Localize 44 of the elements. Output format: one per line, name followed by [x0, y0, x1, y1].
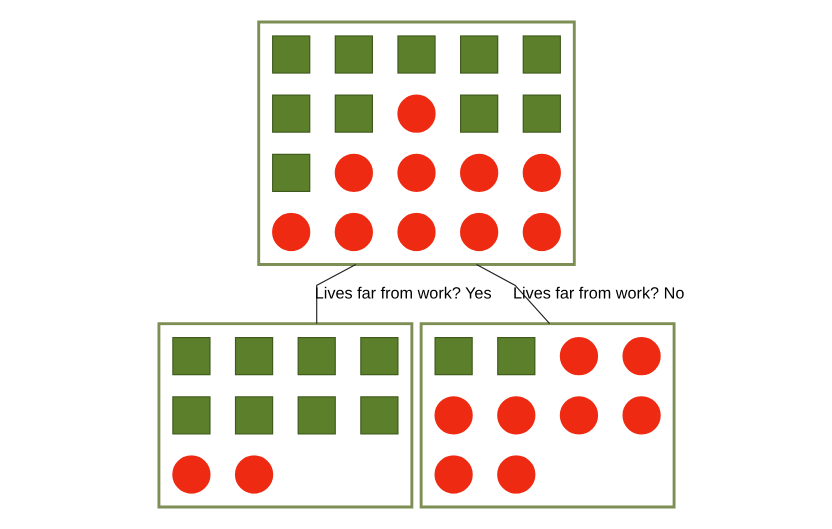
node-circle — [434, 455, 472, 494]
node-box — [360, 337, 398, 376]
node-box — [172, 396, 210, 434]
node-circle — [272, 212, 310, 252]
node-box — [234, 396, 273, 434]
cluster — [419, 322, 676, 508]
node-circle — [522, 212, 560, 252]
node-box — [522, 35, 560, 74]
node-box — [334, 94, 372, 133]
cluster — [156, 322, 413, 508]
node-circle — [334, 212, 372, 252]
node-circle — [559, 337, 598, 376]
node-box — [522, 94, 560, 133]
node-circle — [496, 396, 535, 434]
node-circle — [434, 396, 472, 434]
node-box — [297, 396, 336, 434]
node-circle — [496, 455, 535, 494]
connector — [476, 264, 550, 324]
node-box — [434, 337, 472, 376]
node-box — [172, 337, 210, 376]
node-box — [396, 35, 436, 74]
node-circle — [172, 455, 210, 494]
node-circle — [460, 212, 498, 252]
node-box — [272, 35, 310, 74]
node-box — [460, 94, 498, 133]
node-circle — [559, 396, 598, 434]
node-circle — [396, 154, 436, 192]
node-circle — [396, 94, 436, 133]
node-circle — [334, 154, 372, 192]
node-box — [297, 337, 336, 376]
node-box — [496, 337, 535, 376]
cluster — [256, 20, 576, 266]
node-box — [334, 35, 372, 74]
node-circle — [396, 212, 436, 252]
node-box — [272, 154, 310, 192]
node-circle — [234, 455, 273, 494]
node-box — [272, 94, 310, 133]
node-circle — [622, 396, 660, 434]
node-box — [234, 337, 273, 376]
node-circle — [622, 337, 660, 376]
node-box — [460, 35, 498, 74]
node-circle — [460, 154, 498, 192]
node-circle — [522, 154, 560, 192]
node-box — [360, 396, 398, 434]
